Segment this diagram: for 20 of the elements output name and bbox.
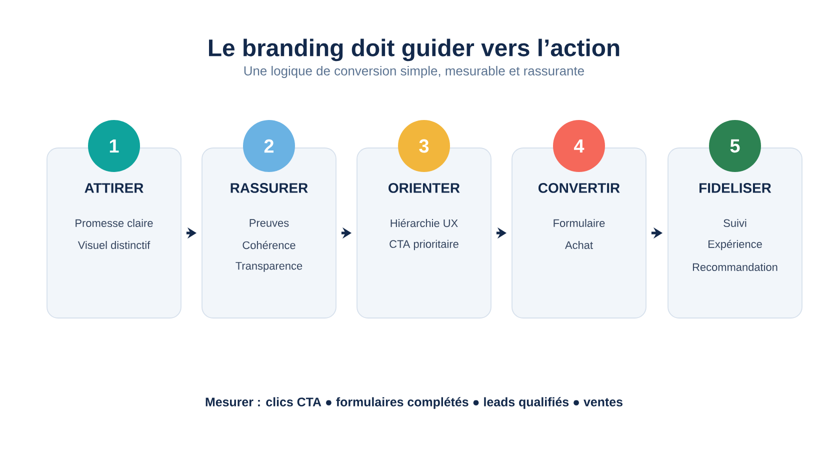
step-heading: ORIENTER <box>388 183 460 193</box>
title: Le branding doit guider vers l’action <box>209 38 620 62</box>
step-heading: ATTIRER <box>84 183 144 193</box>
list-item: Formulaire <box>554 218 605 228</box>
list-item: Transparence <box>236 262 302 272</box>
list-item: CTA prioritaire <box>390 240 458 250</box>
list-item: Expérience <box>708 240 762 250</box>
step-heading: CONVERTIR <box>538 183 620 193</box>
subtitle: Une logique de conversion simple, mesurable et rassurante <box>244 66 584 78</box>
list-item: Suivi <box>724 218 746 228</box>
list-item: Achat <box>565 240 593 250</box>
list-item: Promesse claire <box>76 218 153 228</box>
step-heading: FIDELISER <box>700 183 772 193</box>
list-item: Hiérarchie UX <box>390 218 458 228</box>
list-item: Visuel distinctif <box>78 240 150 250</box>
list-item: Preuves <box>250 219 289 227</box>
list-item: Cohérence <box>242 240 296 250</box>
list-item: Recommandation <box>692 262 778 272</box>
step-heading: RASSURER <box>230 183 308 193</box>
footer-note: Mesurer : clics CTA ● formulaires complétés ● leads qualifiés ● ventes <box>206 397 622 409</box>
